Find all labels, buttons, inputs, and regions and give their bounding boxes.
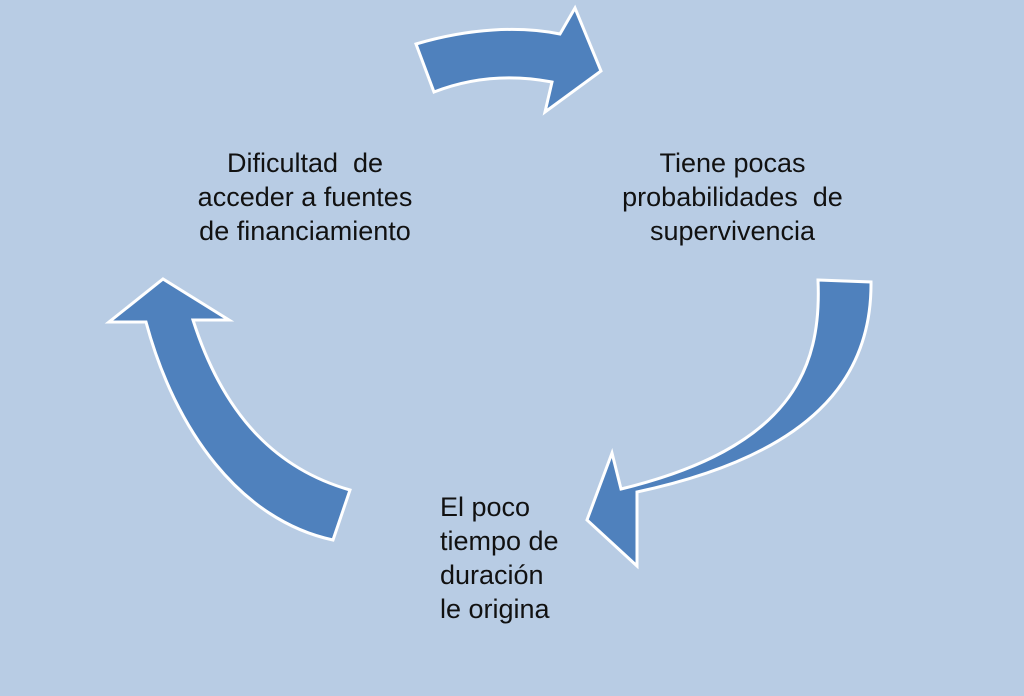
- cycle-arrow-top: [414, 4, 603, 116]
- cycle-node-funding-difficulty: Dificultad de acceder a fuentes de finan…: [197, 148, 413, 246]
- cycle-arrow-right: [585, 278, 873, 570]
- cycle-node-short-duration: El poco tiempo de duración le origina: [440, 492, 559, 624]
- cycle-arrow-left: [104, 277, 352, 542]
- cycle-node-low-survival: Tiene pocas probabilidades de superviven…: [622, 148, 843, 246]
